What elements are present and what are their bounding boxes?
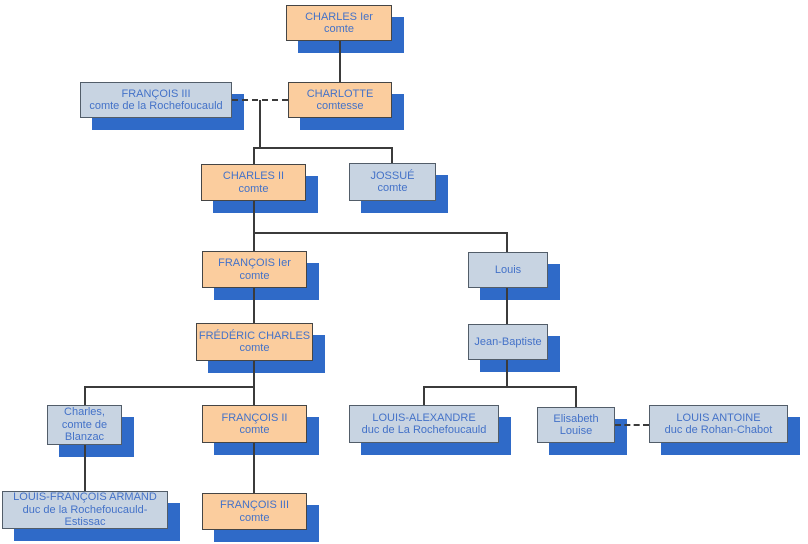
node-name: LOUIS-ALEXANDRE	[372, 411, 476, 424]
node-title: duc de la Rochefoucauld-Estissac	[22, 503, 148, 529]
connector-frederic-down	[253, 361, 255, 387]
node-name: Jean-Baptiste	[474, 335, 542, 348]
connector-charles1er-charlotte	[339, 41, 341, 82]
node-name: FRANÇOIS Ier	[218, 257, 291, 269]
connector-to-charles2	[253, 147, 255, 164]
connector-francois1er-frederic	[253, 288, 255, 323]
connector-row6-right-horizontal	[423, 386, 577, 388]
tree-node-frederic-charles: FRÉDÉRIC CHARLES comte	[196, 323, 313, 361]
connector-charles2-down	[253, 201, 255, 251]
node-name: LOUIS ANTOINE	[676, 411, 761, 424]
connector-to-louis-alexandre	[423, 386, 425, 405]
node-title: duc de Rohan-Chabot	[664, 424, 773, 436]
node-name: CHARLES II	[222, 170, 285, 182]
node-name: CHARLOTTE	[306, 87, 374, 100]
node-title: Louise	[559, 425, 593, 437]
node-title: comte	[377, 182, 408, 194]
node-name: CHARLES Ier	[305, 10, 373, 23]
node-name: LOUIS-FRANÇOIS ARMAND	[13, 491, 157, 504]
connector-to-jossue	[391, 147, 393, 163]
node-title: comte	[239, 269, 270, 282]
tree-node-charlotte: CHARLOTTE comtesse	[288, 82, 392, 118]
connector-row6-left-horizontal	[84, 386, 255, 388]
node-title: comte	[239, 424, 270, 436]
node-name: FRANÇOIS III	[219, 499, 290, 511]
tree-node-louis: Louis	[468, 252, 548, 288]
tree-node-francois-ii: FRANÇOIS II comte	[202, 405, 307, 443]
connector-jeanbaptiste-down	[506, 360, 508, 387]
marriage-line-elisabeth-louisantoine	[615, 424, 649, 426]
node-title: comte de la Rochefoucauld	[89, 100, 223, 112]
tree-node-louis-francois-armand: LOUIS-FRANÇOIS ARMAND duc de la Rochefou…	[2, 491, 168, 529]
node-name: Louis	[494, 263, 522, 276]
node-title: comtesse	[316, 100, 364, 112]
tree-node-charles-ier: CHARLES Ier comte	[286, 5, 392, 41]
connector-row4-horizontal	[253, 232, 508, 234]
connector-francois2-francois3	[253, 443, 255, 493]
node-title: comte de	[61, 418, 108, 431]
node-title: comte	[324, 23, 354, 35]
node-title: comte	[238, 182, 269, 195]
tree-node-louis-antoine: LOUIS ANTOINE duc de Rohan-Chabot	[649, 405, 788, 443]
connector-marriage-down	[259, 100, 261, 147]
tree-node-francois-iii-fils: FRANÇOIS III comte	[202, 493, 307, 530]
tree-node-louis-alexandre: LOUIS-ALEXANDRE duc de La Rochefoucauld	[349, 405, 499, 443]
node-name: FRANÇOIS III	[121, 87, 191, 100]
connector-louis-jeanbaptiste	[506, 288, 508, 324]
connector-row3-horizontal	[253, 147, 393, 149]
node-title: comte	[239, 511, 270, 524]
tree-node-elisabeth-louise: Elisabeth Louise	[537, 407, 615, 443]
node-name: FRÉDÉRIC CHARLES	[198, 329, 311, 342]
connector-to-francois2	[253, 386, 255, 405]
node-title: Blanzac	[64, 431, 105, 444]
node-name: Elisabeth	[553, 412, 599, 425]
node-name: Charles,	[64, 406, 105, 419]
tree-node-francois-iii: FRANÇOIS III comte de la Rochefoucauld	[80, 82, 232, 118]
tree-node-jean-baptiste: Jean-Baptiste	[468, 324, 548, 360]
connector-to-charles-blanzac	[84, 386, 86, 405]
tree-node-charles-ii: CHARLES II comte	[201, 164, 306, 201]
node-name: JOSSUÉ	[370, 169, 415, 182]
connector-to-elisabeth-louise	[575, 386, 577, 407]
tree-node-jossue: JOSSUÉ comte	[349, 163, 436, 201]
tree-node-francois-ier: FRANÇOIS Ier comte	[202, 251, 307, 288]
node-name: FRANÇOIS II	[221, 411, 288, 424]
connector-blanzac-armand	[84, 445, 86, 491]
node-title: comte	[239, 342, 270, 354]
node-title: duc de La Rochefoucauld	[361, 424, 487, 436]
connector-to-louis	[506, 232, 508, 252]
tree-node-charles-blanzac: Charles, comte de Blanzac	[47, 405, 122, 445]
